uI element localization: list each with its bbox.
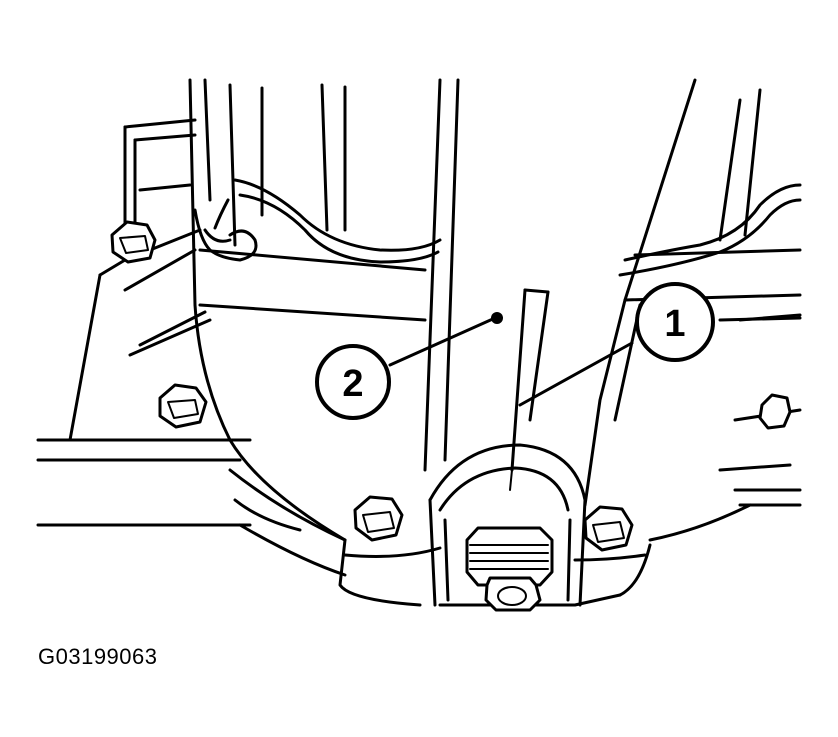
bolt-bottom-left: [353, 495, 404, 542]
pan-rail: [36, 408, 802, 577]
callout-1-circle: [635, 282, 715, 362]
bolt-middle-left: [158, 383, 208, 429]
callout-1-label: 1: [664, 303, 685, 345]
callout-2-leader: [388, 312, 503, 367]
callout-1-leaders: [518, 316, 802, 407]
callout-2-dot: [491, 312, 503, 324]
bolt-top-left: [110, 220, 157, 264]
drain-plug: [465, 526, 554, 612]
callout-1: 1: [635, 282, 715, 362]
transmission-case: [188, 78, 802, 607]
bolt-right-edge: [758, 393, 792, 430]
callout-2-label: 2: [342, 363, 363, 405]
dipstick-tube: [509, 288, 550, 491]
bolt-bottom-right: [583, 505, 634, 552]
callout-2: 2: [315, 344, 391, 420]
figure-id-label: G03199063: [38, 644, 158, 669]
callout-2-circle: [315, 344, 391, 420]
